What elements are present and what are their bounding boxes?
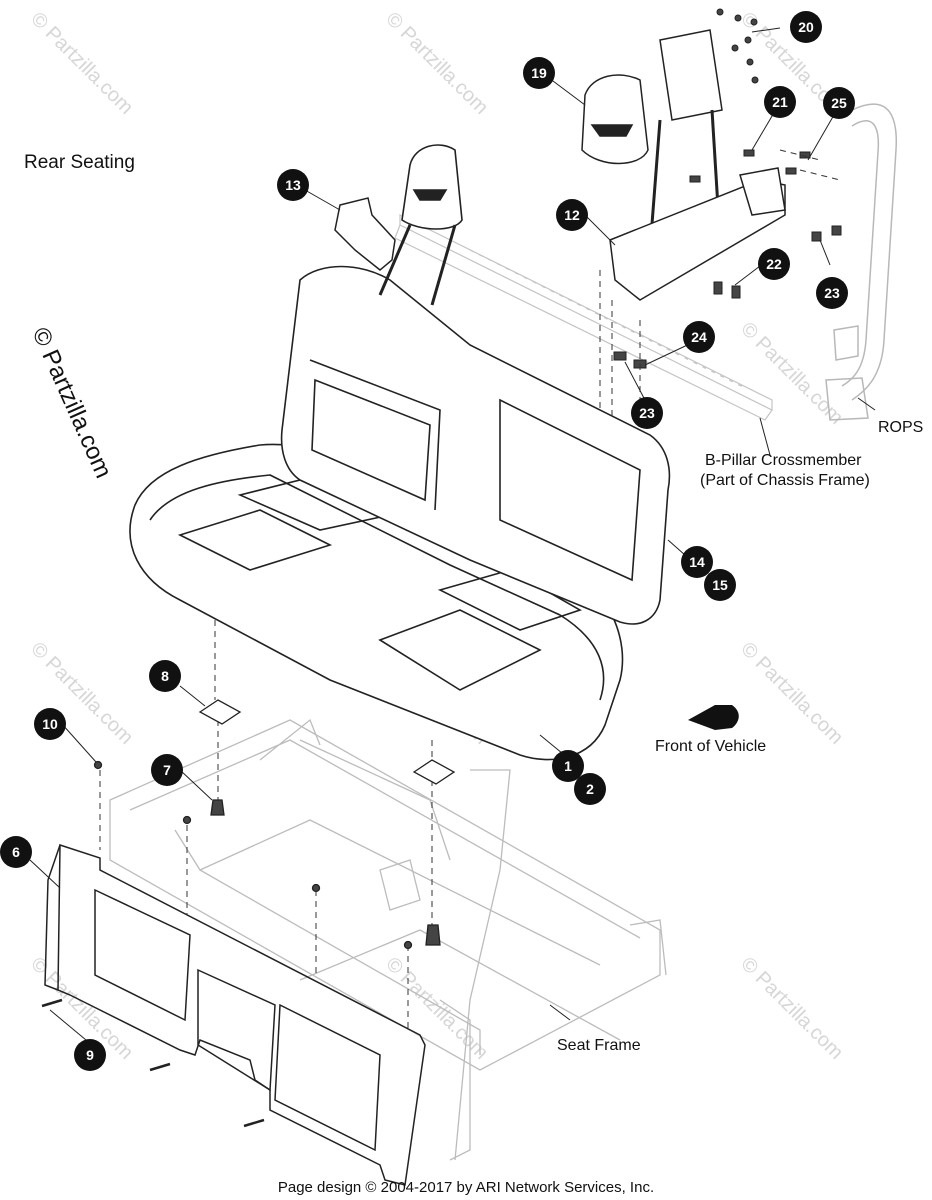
diagram-title: Rear Seating xyxy=(24,152,135,173)
svg-text:15: 15 xyxy=(712,577,728,593)
svg-text:1: 1 xyxy=(564,758,572,774)
callout-14: 14 xyxy=(681,546,713,578)
callout-19: 19 xyxy=(523,57,555,89)
callout-1: 1 xyxy=(552,750,584,782)
seat-frame-label: Seat Frame xyxy=(557,1037,641,1054)
small-parts xyxy=(41,699,456,1128)
b-pillar-label-line2: (Part of Chassis Frame) xyxy=(700,472,870,489)
callout-21: 21 xyxy=(764,86,796,118)
svg-text:20: 20 xyxy=(798,19,814,35)
svg-text:6: 6 xyxy=(12,844,20,860)
watermark-10: © Partzilla.com xyxy=(381,953,492,1064)
svg-text:22: 22 xyxy=(766,256,782,272)
callout-13: 13 xyxy=(277,169,309,201)
watermark-11: © Partzilla.com xyxy=(736,953,847,1064)
callout-22: 22 xyxy=(758,248,790,280)
svg-text:2: 2 xyxy=(586,781,594,797)
left-headrest xyxy=(378,144,463,306)
callout-8: 8 xyxy=(149,660,181,692)
seat-back xyxy=(280,265,671,625)
callout-10: 10 xyxy=(34,708,66,740)
footer-copyright: Page design © 2004-2017 by ARI Network S… xyxy=(278,1179,654,1196)
callout-23-lower: 23 xyxy=(631,397,663,429)
svg-text:25: 25 xyxy=(831,95,847,111)
callouts: 1 2 6 7 8 9 10 12 13 14 15 19 20 21 22 2… xyxy=(0,11,855,1071)
b-pillar-label-line1: B-Pillar Crossmember xyxy=(705,452,862,469)
side-watermark: © Partzilla.com xyxy=(27,323,117,482)
svg-text:23: 23 xyxy=(824,285,840,301)
callout-7: 7 xyxy=(151,754,183,786)
callout-12: 12 xyxy=(556,199,588,231)
rops-frame xyxy=(825,103,898,421)
svg-text:24: 24 xyxy=(691,329,707,345)
svg-text:21: 21 xyxy=(772,94,788,110)
right-headrest-assembly xyxy=(581,29,786,301)
svg-text:12: 12 xyxy=(564,207,580,223)
callout-23-upper: 23 xyxy=(816,277,848,309)
svg-text:23: 23 xyxy=(639,405,655,421)
svg-text:19: 19 xyxy=(531,65,547,81)
svg-text:8: 8 xyxy=(161,668,169,684)
front-of-vehicle-label: Front of Vehicle xyxy=(655,738,766,755)
callout-9: 9 xyxy=(74,1039,106,1071)
watermark-2: © Partzilla.com xyxy=(381,8,492,119)
callout-24: 24 xyxy=(683,321,715,353)
svg-text:10: 10 xyxy=(42,716,58,732)
watermark-5: © Partzilla.com xyxy=(736,318,847,429)
svg-text:9: 9 xyxy=(86,1047,94,1063)
b-pillar-crossmember xyxy=(394,214,773,421)
svg-text:13: 13 xyxy=(285,177,301,193)
svg-text:7: 7 xyxy=(163,762,171,778)
alignment-lines xyxy=(99,149,841,1030)
callout-20: 20 xyxy=(790,11,822,43)
rear-panel xyxy=(44,843,426,1186)
watermark-1: © Partzilla.com xyxy=(26,8,137,119)
front-arrow-icon xyxy=(688,705,739,730)
callout-2: 2 xyxy=(574,773,606,805)
rops-label: ROPS xyxy=(878,419,923,436)
callout-6: 6 xyxy=(0,836,32,868)
svg-text:14: 14 xyxy=(689,554,705,570)
callout-25: 25 xyxy=(823,87,855,119)
headrest-fasteners xyxy=(613,8,842,369)
callout-15: 15 xyxy=(704,569,736,601)
watermark-8: © Partzilla.com xyxy=(736,638,847,749)
left-bracket xyxy=(334,197,396,271)
